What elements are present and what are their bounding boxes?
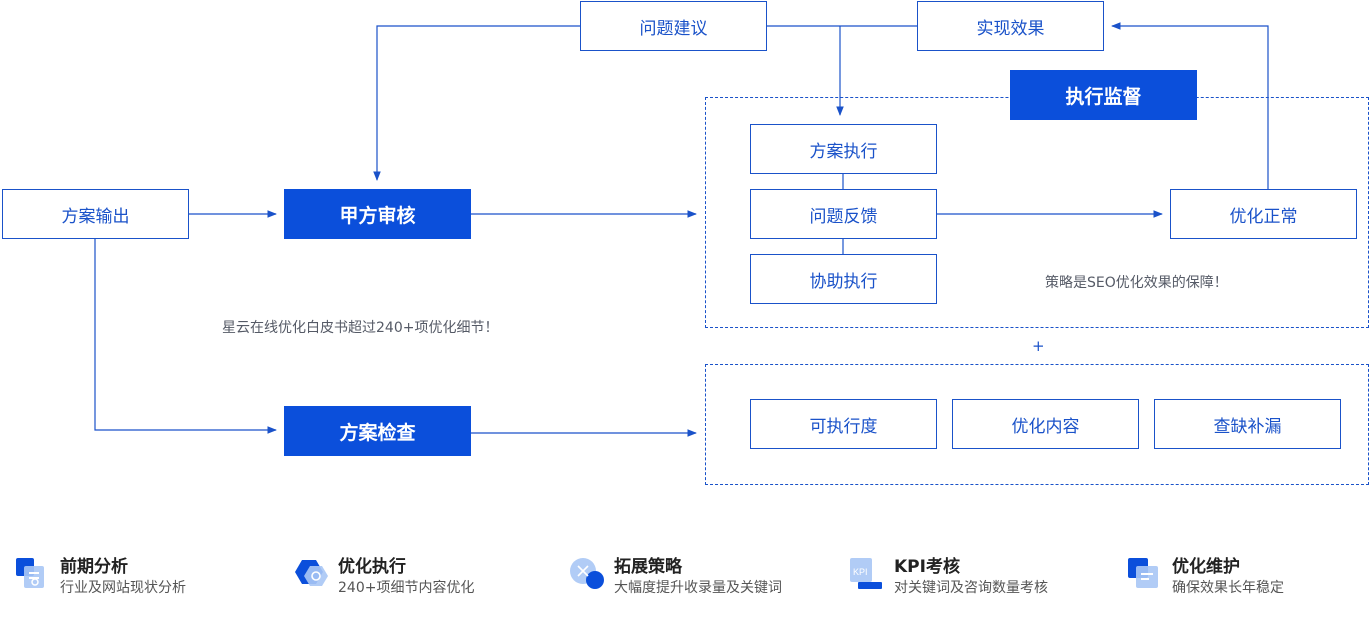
maintenance-icon — [1128, 558, 1158, 588]
expand-circle-icon — [570, 558, 604, 589]
feedback-box: 问题反馈 — [750, 189, 937, 239]
feature-execution: 优化执行 240+项细节内容优化 — [292, 550, 532, 606]
feature-title: 优化维护 — [1172, 557, 1240, 577]
normal-box: 优化正常 — [1170, 189, 1357, 239]
feature-desc: 对关键词及咨询数量考核 — [894, 580, 1048, 596]
whitepaper-note: 星云在线优化白皮书超过240+项优化细节！ — [222, 320, 499, 336]
feature-analysis: 前期分析 行业及网站现状分析 — [14, 550, 254, 606]
feature-kpi: KPI KPI考核 对关键词及咨询数量考核 — [848, 550, 1098, 606]
supervision-title: 执行监督 — [1010, 70, 1197, 120]
gear-hexagon-icon — [295, 560, 328, 586]
feature-maintenance: 优化维护 确保效果长年稳定 — [1126, 550, 1356, 606]
plus-sign: + — [1032, 337, 1045, 355]
kpi-icon: KPI — [850, 558, 882, 589]
check-box: 方案检查 — [284, 406, 471, 456]
feature-desc: 大幅度提升收录量及关键词 — [614, 580, 782, 596]
feasibility-box: 可执行度 — [750, 399, 937, 449]
gaps-box: 查缺补漏 — [1154, 399, 1341, 449]
suggestion-box: 问题建议 — [580, 1, 767, 51]
execute-box: 方案执行 — [750, 124, 937, 174]
checklist-region — [705, 364, 1369, 485]
review-box: 甲方审核 — [284, 189, 471, 239]
output-box: 方案输出 — [2, 189, 189, 239]
feature-title: 优化执行 — [338, 557, 406, 577]
feature-title: 拓展策略 — [614, 557, 682, 577]
analysis-icon — [16, 558, 44, 588]
feature-expansion: 拓展策略 大幅度提升收录量及关键词 — [568, 550, 828, 606]
effect-box: 实现效果 — [917, 1, 1104, 51]
feature-desc: 行业及网站现状分析 — [60, 580, 186, 596]
feature-title: KPI考核 — [894, 557, 960, 577]
svg-text:KPI: KPI — [853, 567, 868, 577]
feature-title: 前期分析 — [60, 557, 128, 577]
feature-desc: 确保效果长年稳定 — [1172, 580, 1284, 596]
content-box: 优化内容 — [952, 399, 1139, 449]
strategy-note: 策略是SEO优化效果的保障！ — [1045, 275, 1228, 291]
feature-desc: 240+项细节内容优化 — [338, 580, 475, 596]
assist-box: 协助执行 — [750, 254, 937, 304]
